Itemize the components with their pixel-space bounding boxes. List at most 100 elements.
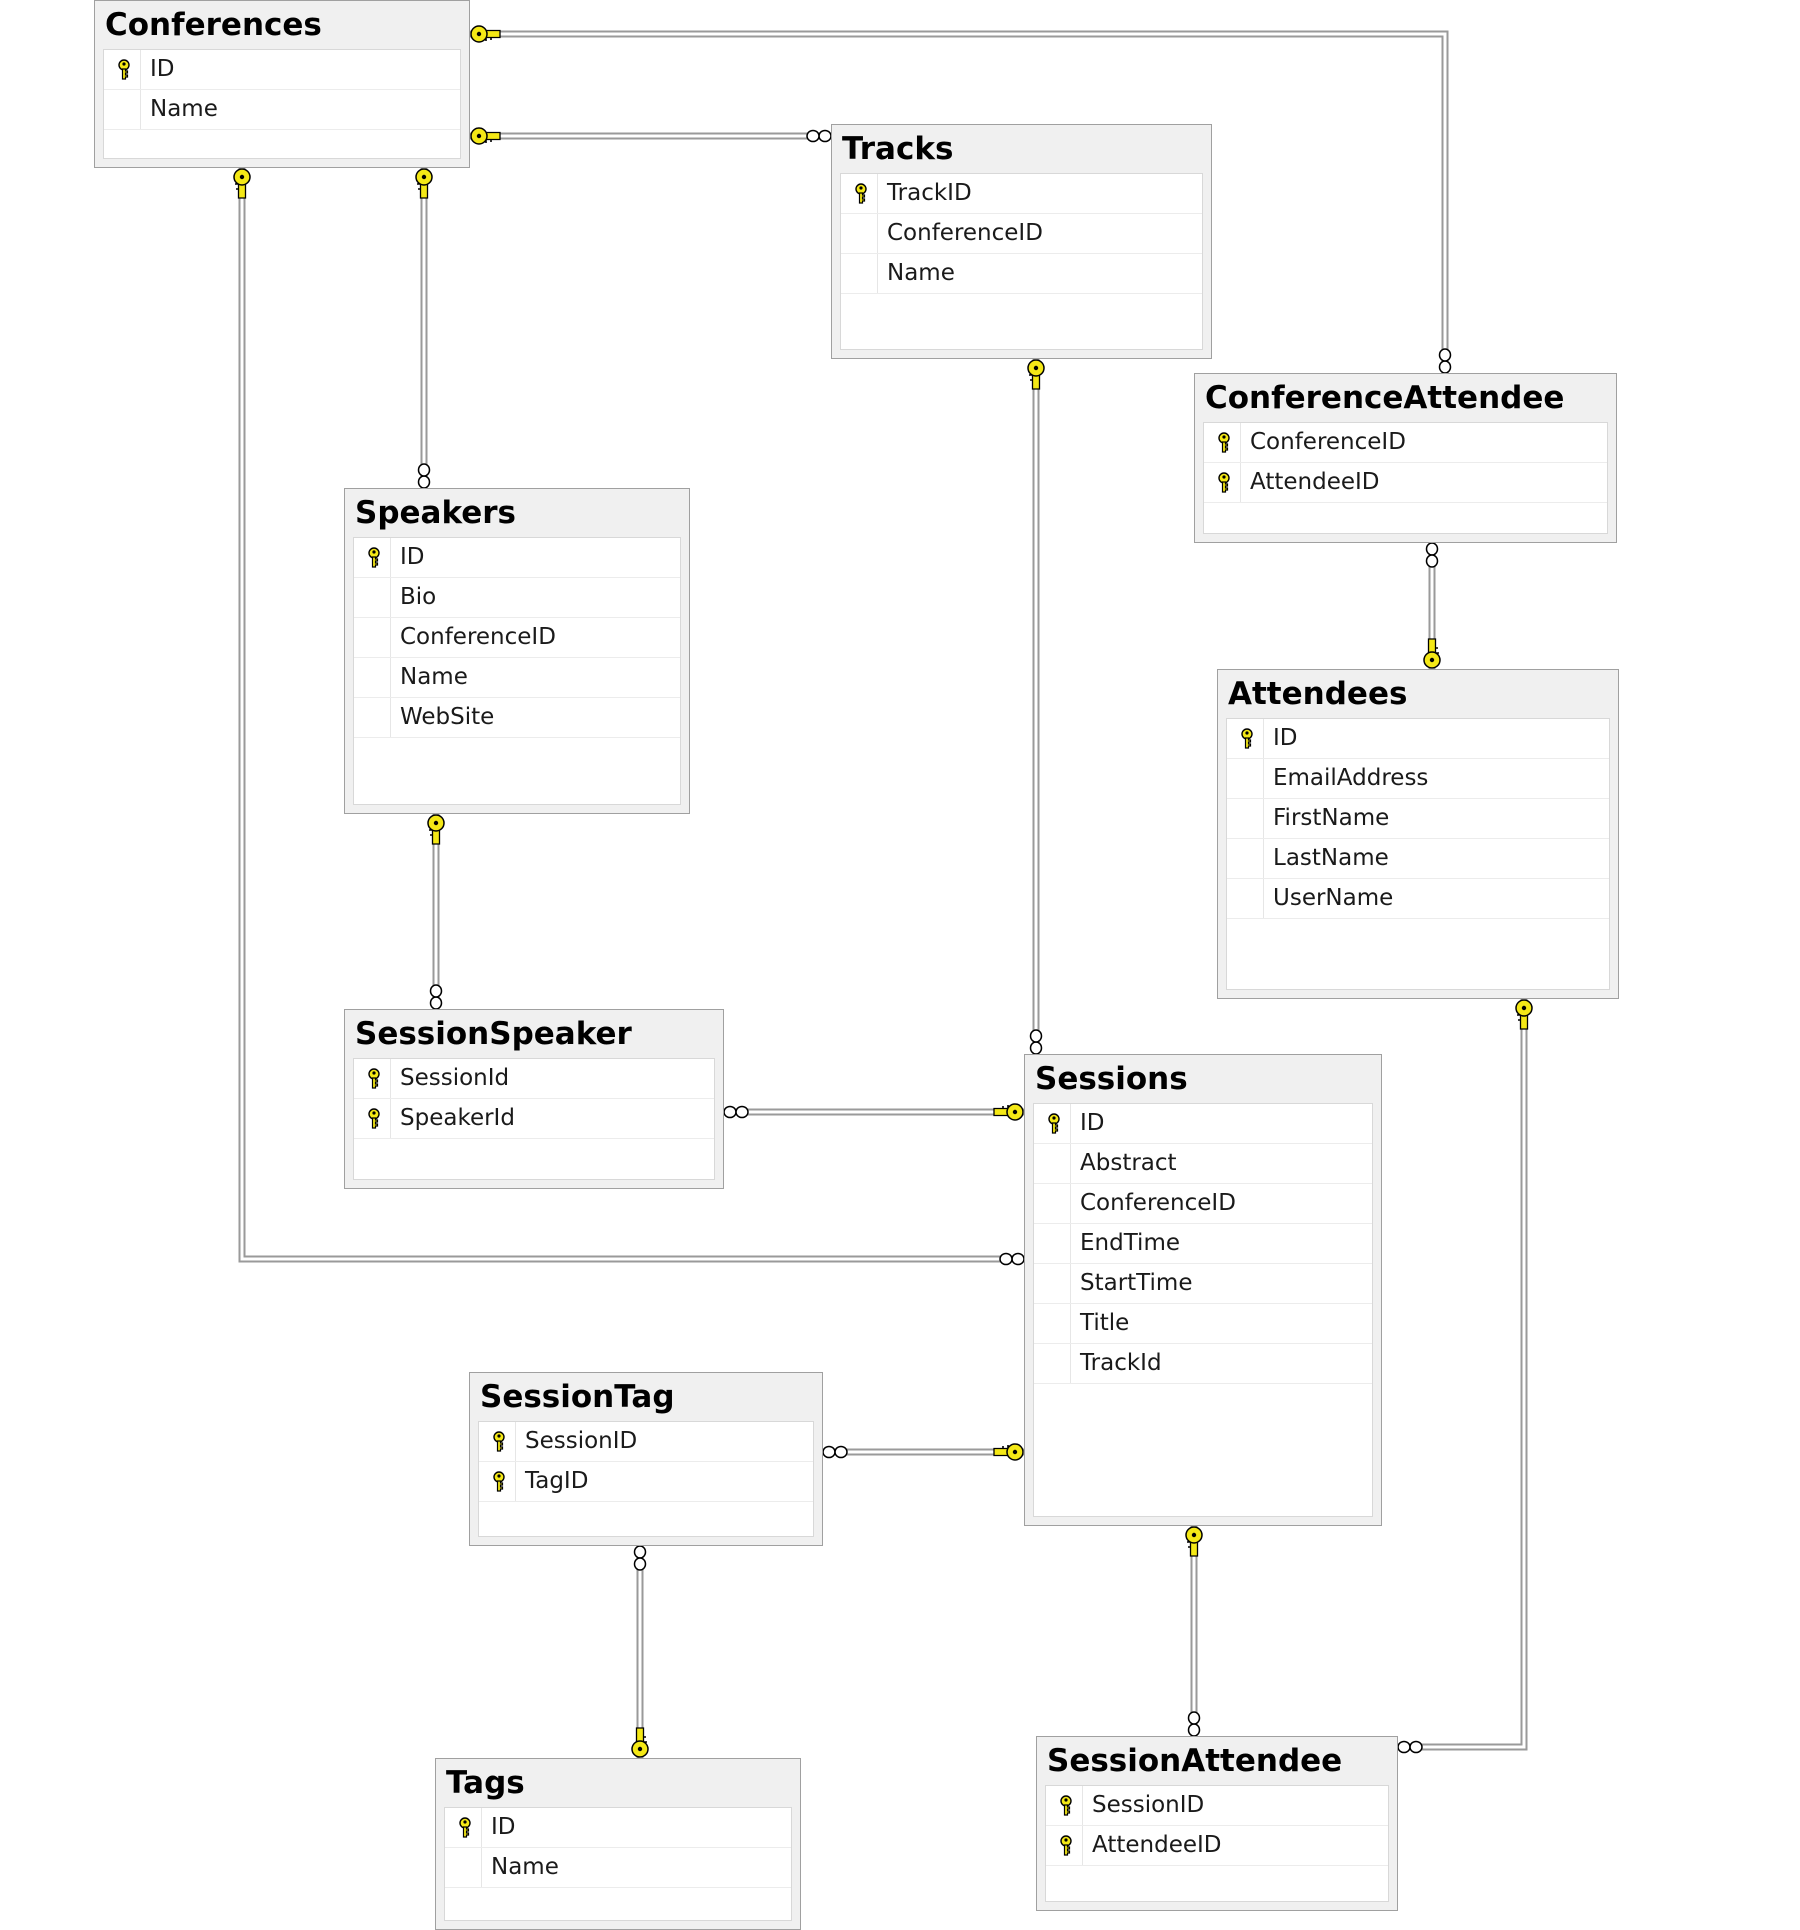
key-end-icon <box>1515 999 1533 1030</box>
key-cell <box>1046 1786 1083 1825</box>
column-row[interactable]: AttendeeID <box>1204 463 1607 503</box>
column-name: TagID <box>525 1468 589 1494</box>
column-row[interactable]: EmailAddress <box>1227 759 1609 799</box>
column-name: TrackID <box>887 180 972 206</box>
key-cell <box>479 1422 516 1461</box>
column-row[interactable]: AttendeeID <box>1046 1826 1388 1866</box>
table-title: SessionAttendee <box>1047 1743 1343 1779</box>
key-cell <box>1227 719 1264 758</box>
column-row[interactable]: ConferenceID <box>1204 423 1607 463</box>
relationship-conferences-tracks[interactable] <box>470 127 832 145</box>
pk-key-icon <box>1241 728 1253 749</box>
key-cell <box>841 214 878 253</box>
table-conferences[interactable]: Conferences ID Name <box>94 0 470 168</box>
column-row[interactable]: Bio <box>354 578 680 618</box>
column-row[interactable]: StartTime <box>1034 1264 1372 1304</box>
column-row[interactable]: TrackId <box>1034 1344 1372 1384</box>
column-row[interactable]: ConferenceID <box>1034 1184 1372 1224</box>
pk-key-icon <box>368 1068 380 1089</box>
column-row[interactable]: Title <box>1034 1304 1372 1344</box>
pk-key-icon <box>368 1108 380 1129</box>
pk-key-icon <box>1048 1113 1060 1134</box>
table-title: Tracks <box>842 131 954 167</box>
column-row[interactable]: ID <box>1034 1104 1372 1144</box>
key-cell <box>1034 1264 1071 1303</box>
key-cell <box>479 1462 516 1501</box>
relationship-sessions-sessiontag[interactable] <box>822 1443 1024 1461</box>
pk-key-icon <box>1060 1795 1072 1816</box>
relationship-tags-sessiontag[interactable] <box>631 1545 649 1758</box>
column-name: Abstract <box>1080 1150 1177 1176</box>
column-name: ID <box>491 1814 516 1840</box>
column-row[interactable]: Abstract <box>1034 1144 1372 1184</box>
pk-key-icon <box>493 1471 505 1492</box>
column-row[interactable]: ID <box>104 50 460 90</box>
key-cell <box>1034 1184 1071 1223</box>
relationship-attendees-conferenceattendee[interactable] <box>1423 542 1441 669</box>
column-row[interactable]: WebSite <box>354 698 680 738</box>
column-row[interactable]: EndTime <box>1034 1224 1372 1264</box>
key-cell <box>104 90 141 129</box>
column-row[interactable]: ID <box>354 538 680 578</box>
key-end-icon <box>1423 638 1441 669</box>
column-row[interactable]: TagID <box>479 1462 813 1502</box>
column-row[interactable]: SessionID <box>479 1422 813 1462</box>
infinity-end-icon <box>429 984 443 1010</box>
relationship-conferences-sessions[interactable] <box>233 168 1025 1266</box>
table-title: Conferences <box>105 7 322 43</box>
relationship-speakers-sessionspeaker[interactable] <box>427 814 445 1010</box>
column-row[interactable]: SessionId <box>354 1059 714 1099</box>
key-cell <box>1034 1224 1071 1263</box>
key-end-icon <box>470 25 501 43</box>
column-row[interactable]: SpeakerId <box>354 1099 714 1139</box>
column-name: LastName <box>1273 845 1389 871</box>
key-cell <box>354 1099 391 1138</box>
column-name: Bio <box>400 584 437 610</box>
key-cell <box>1227 879 1264 918</box>
column-name: Name <box>400 664 468 690</box>
relationship-sessions-sessionattendee[interactable] <box>1185 1526 1203 1737</box>
column-row[interactable]: ID <box>445 1808 791 1848</box>
column-name: WebSite <box>400 704 495 730</box>
column-row[interactable]: UserName <box>1227 879 1609 919</box>
key-cell <box>354 658 391 697</box>
column-name: Name <box>491 1854 559 1880</box>
infinity-end-icon <box>999 1252 1025 1266</box>
column-name: UserName <box>1273 885 1394 911</box>
column-name: ID <box>1080 1110 1105 1136</box>
column-row[interactable]: LastName <box>1227 839 1609 879</box>
column-row[interactable]: ConferenceID <box>354 618 680 658</box>
column-row[interactable]: SessionID <box>1046 1786 1388 1826</box>
column-row[interactable]: Name <box>841 254 1202 294</box>
relationship-tracks-sessions[interactable] <box>1027 359 1045 1055</box>
column-row[interactable]: ID <box>1227 719 1609 759</box>
key-cell <box>354 538 391 577</box>
column-row[interactable]: FirstName <box>1227 799 1609 839</box>
relationship-conferences-conferenceattendee[interactable] <box>470 25 1452 374</box>
column-name: SessionId <box>400 1065 510 1091</box>
column-row[interactable]: Name <box>445 1848 791 1888</box>
column-row[interactable]: TrackID <box>841 174 1202 214</box>
key-end-icon <box>631 1727 649 1758</box>
key-cell <box>1034 1304 1071 1343</box>
column-row[interactable]: ConferenceID <box>841 214 1202 254</box>
column-row[interactable]: Name <box>354 658 680 698</box>
column-name: Title <box>1080 1310 1130 1336</box>
relationship-attendees-sessionattendee[interactable] <box>1397 999 1533 1754</box>
column-name: Name <box>150 96 218 122</box>
relationship-sessions-sessionspeaker[interactable] <box>723 1103 1024 1121</box>
relationship-conferences-speakers[interactable] <box>415 168 433 489</box>
key-end-icon <box>1027 359 1045 390</box>
column-row[interactable]: Name <box>104 90 460 130</box>
